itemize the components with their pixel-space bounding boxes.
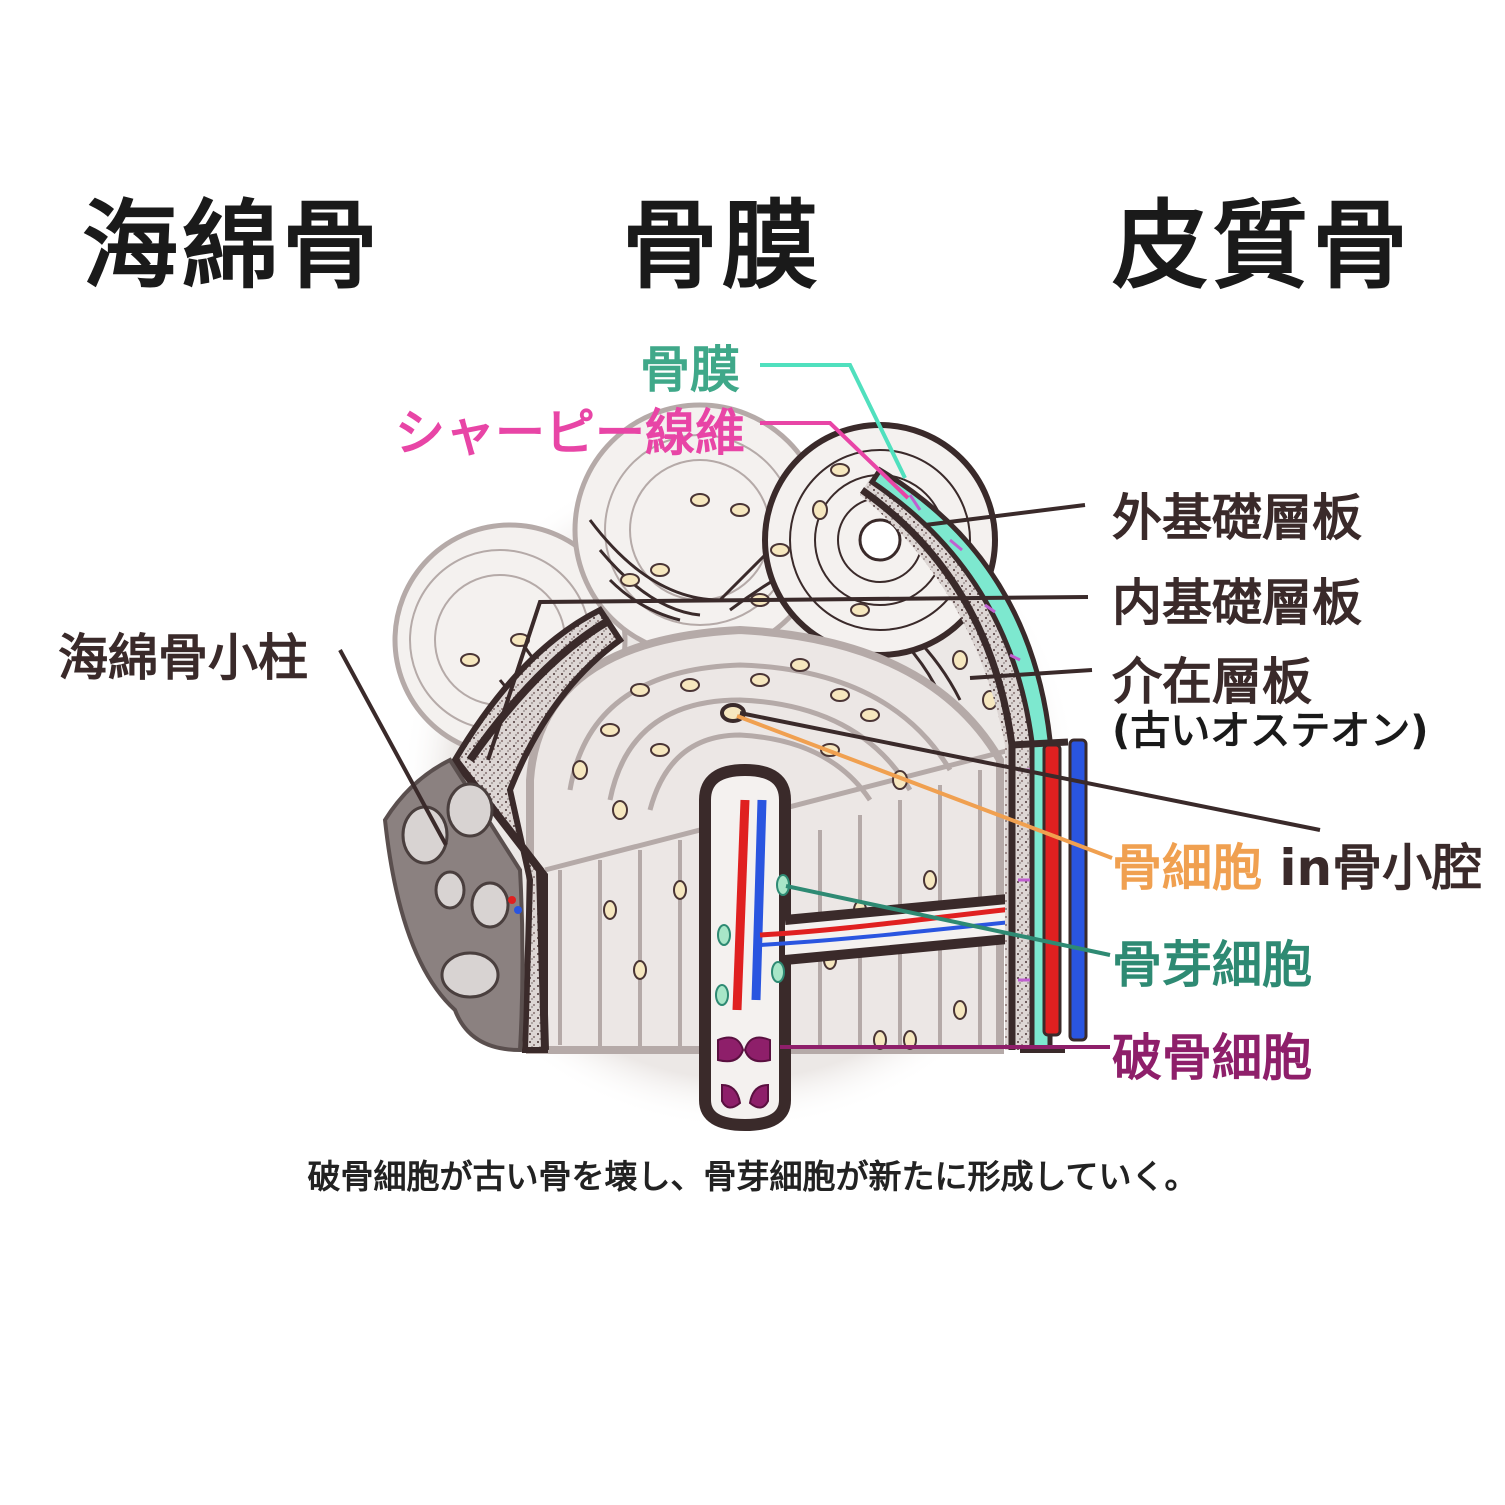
leader-lacuna <box>739 711 1321 832</box>
label-osteocyte: 骨細胞 <box>1112 839 1262 897</box>
heading-periosteum: 骨膜 <box>622 190 822 302</box>
label-sharpey-fibers: シャーピー線維 <box>395 404 745 462</box>
label-trabecula: 海綿骨小柱 <box>58 629 308 687</box>
label-interstitial-lamellae: 介在層板 <box>1112 653 1312 711</box>
front-osteon-lamellae <box>567 662 953 811</box>
leader-lines <box>338 363 1321 1049</box>
trabecula-artery-dot <box>508 896 516 904</box>
leader-trabecula <box>338 649 448 846</box>
label-interstitial-note: (古いオステオン) <box>1112 708 1429 754</box>
trabecula-cavities <box>401 782 510 999</box>
label-osteoclast: 破骨細胞 <box>1112 1029 1312 1087</box>
leader-outer-lamellae <box>924 503 1086 527</box>
label-inner-circumferential-lamellae: 内基礎層板 <box>1112 574 1362 632</box>
leader-periosteum <box>760 363 907 479</box>
outer-lamella-band <box>860 478 1030 1050</box>
canal-vein <box>751 799 767 1001</box>
heading-cortical-bone: 皮質骨 <box>1112 190 1412 302</box>
caption: 破骨細胞が古い骨を壊し、骨芽細胞が新たに形成していく。 <box>307 1157 1198 1196</box>
label-osteocyte-in-lacuna: in骨小腔 <box>1262 839 1483 897</box>
label-osteoblast: 骨芽細胞 <box>1112 936 1312 994</box>
cortical-cut-edge <box>1011 738 1069 749</box>
label-osteocyte-group: 骨細胞 in骨小腔 <box>1112 828 1482 900</box>
label-periosteum: 骨膜 <box>640 341 740 399</box>
leader-inner-lamellae <box>486 595 1089 761</box>
leader-osteocyte <box>736 714 1113 860</box>
osteoclasts <box>717 1036 771 1109</box>
periosteal-artery <box>1042 743 1062 1037</box>
heading-cancellous-bone: 海綿骨 <box>82 190 382 302</box>
cortical-inner-edge <box>859 487 1016 1050</box>
haversian-canal <box>699 763 791 1132</box>
canal-artery <box>732 799 750 1011</box>
label-outer-circumferential-lamellae: 外基礎層板 <box>1112 489 1362 547</box>
leader-osteoblast <box>785 884 1111 957</box>
trabecula-vein-dot <box>514 906 522 914</box>
inner-lamella-edge <box>466 616 612 763</box>
leader-interstitial <box>969 668 1093 680</box>
sharpey-fibers <box>908 494 1030 982</box>
periosteal-vein <box>1068 738 1088 1042</box>
leader-sharpey <box>760 421 910 500</box>
